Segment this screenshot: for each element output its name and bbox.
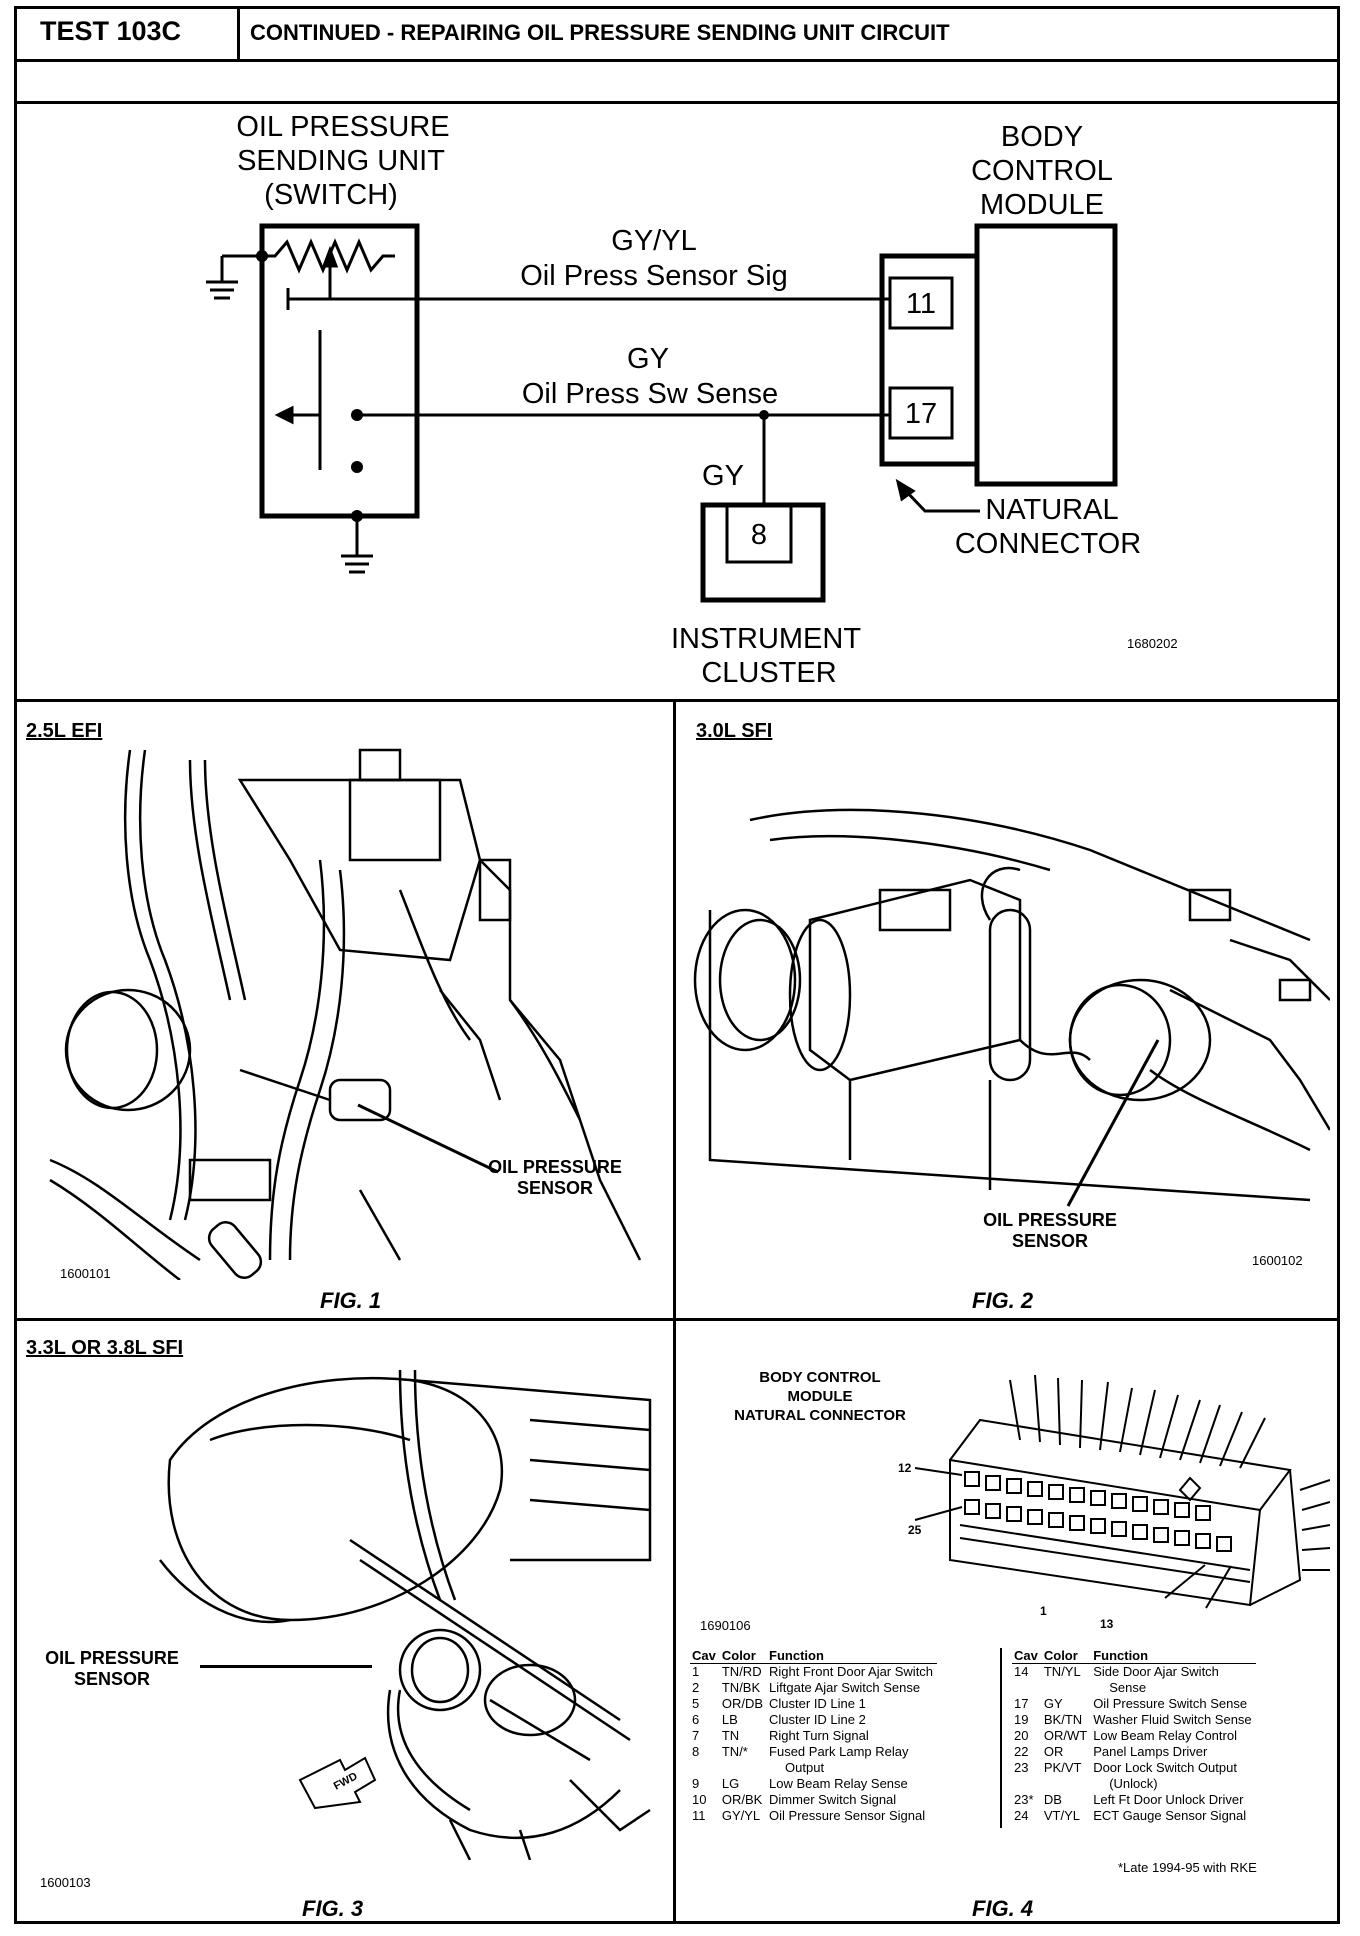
sending-unit-label-1: OIL PRESSURE xyxy=(236,111,449,143)
fig3-code: 1600103 xyxy=(40,1875,91,1890)
fig4-pin-25: 25 xyxy=(908,1523,922,1537)
col-cav: Cav xyxy=(1012,1648,1042,1664)
fig4-pin-13: 13 xyxy=(1100,1617,1114,1631)
connector-label-2: CONNECTOR xyxy=(955,528,1141,560)
pin-8-box xyxy=(725,503,793,564)
fig2-code: 1600102 xyxy=(1252,1253,1303,1268)
fig4-footnote: *Late 1994-95 with RKE xyxy=(1118,1860,1257,1875)
fig2-callout: OIL PRESSURE SENSOR xyxy=(983,1210,1117,1251)
wire2-name: Oil Press Sw Sense xyxy=(522,378,778,410)
col-cav: Cav xyxy=(690,1648,720,1664)
fig4-code: 1690106 xyxy=(700,1618,751,1633)
fig1-code: 1600101 xyxy=(60,1266,111,1281)
figures-vertical-rule xyxy=(673,699,676,1924)
pin-17-box xyxy=(888,386,954,440)
header-cell-divider xyxy=(237,6,240,61)
page-frame xyxy=(14,6,1340,1924)
fig4-caption: FIG. 4 xyxy=(972,1896,1034,1921)
bcm-label-3: MODULE xyxy=(980,189,1104,221)
bcm-box xyxy=(974,223,1118,487)
figures-middle-rule xyxy=(14,1318,1340,1321)
wire1-color: GY/YL xyxy=(611,225,696,257)
pin-table-divider xyxy=(1000,1648,1002,1828)
fig4-title: BODY CONTROL MODULE NATURAL CONNECTOR xyxy=(734,1369,906,1424)
test-id: TEST 103C xyxy=(40,16,182,46)
fig3-engine-illustration: FWD xyxy=(159,1369,652,1860)
fig1-engine: 2.5L EFI xyxy=(26,720,103,742)
table-row-cont: Sense xyxy=(1109,1680,1147,1695)
fig1-caption: FIG. 1 xyxy=(320,1288,382,1313)
fig4-pin-1: 1 xyxy=(1040,1604,1047,1618)
schematic-bottom-rule xyxy=(14,699,1340,702)
table-row-cont: Output xyxy=(785,1760,825,1775)
connector-label-1: NATURAL xyxy=(985,494,1118,526)
bcm-label-2: CONTROL xyxy=(971,155,1113,187)
pin-11-label: 11 xyxy=(906,288,936,320)
fig3-callout-line xyxy=(200,1665,372,1668)
bcm-label-1: BODY xyxy=(1001,121,1083,153)
header-bottom-rule xyxy=(14,101,1340,104)
sending-unit-label-3: (SWITCH) xyxy=(264,179,398,211)
pin-8-label: 8 xyxy=(751,519,767,551)
cluster-label-2: CLUSTER xyxy=(701,657,836,689)
fig4-pin-12: 12 xyxy=(898,1461,912,1475)
fig3-fwd-arrow: FWD xyxy=(332,1770,360,1792)
header-divider xyxy=(14,59,1340,62)
branch-color: GY xyxy=(702,460,744,492)
page-title: CONTINUED - REPAIRING OIL PRESSURE SENDI… xyxy=(250,20,950,45)
col-color: Color xyxy=(1041,1648,1092,1664)
fig3-caption: FIG. 3 xyxy=(302,1896,364,1921)
wire1-name: Oil Press Sensor Sig xyxy=(520,260,788,292)
schematic-code: 1680202 xyxy=(1127,636,1178,651)
fig2-caption: FIG. 2 xyxy=(972,1288,1034,1313)
table-row-cont: (Unlock) xyxy=(1109,1776,1158,1791)
col-function: Function xyxy=(1091,1648,1256,1664)
fig3-callout: OIL PRESSURE SENSOR xyxy=(45,1648,179,1689)
pin-11-box xyxy=(888,276,954,330)
fig3-engine: 3.3L OR 3.8L SFI xyxy=(26,1337,184,1359)
fig1-callout: OIL PRESSURE SENSOR xyxy=(488,1157,622,1198)
col-color: Color xyxy=(719,1648,768,1664)
col-function: Function xyxy=(767,1648,938,1664)
fig4-connector-illustration xyxy=(914,1374,1330,1609)
sending-unit-box xyxy=(259,223,420,519)
sending-unit-label-2: SENDING UNIT xyxy=(237,145,445,177)
wiring-schematic: OIL PRESSURE SENDING UNIT (SWITCH) BODY … xyxy=(206,111,1178,689)
fig2-engine: 3.0L SFI xyxy=(696,720,773,742)
fig1-engine-illustration xyxy=(49,748,642,1280)
cluster-label-1: INSTRUMENT xyxy=(671,623,861,655)
pin-17-label: 17 xyxy=(905,398,937,430)
wire2-color: GY xyxy=(627,343,669,375)
fig2-engine-illustration xyxy=(693,808,1330,1207)
